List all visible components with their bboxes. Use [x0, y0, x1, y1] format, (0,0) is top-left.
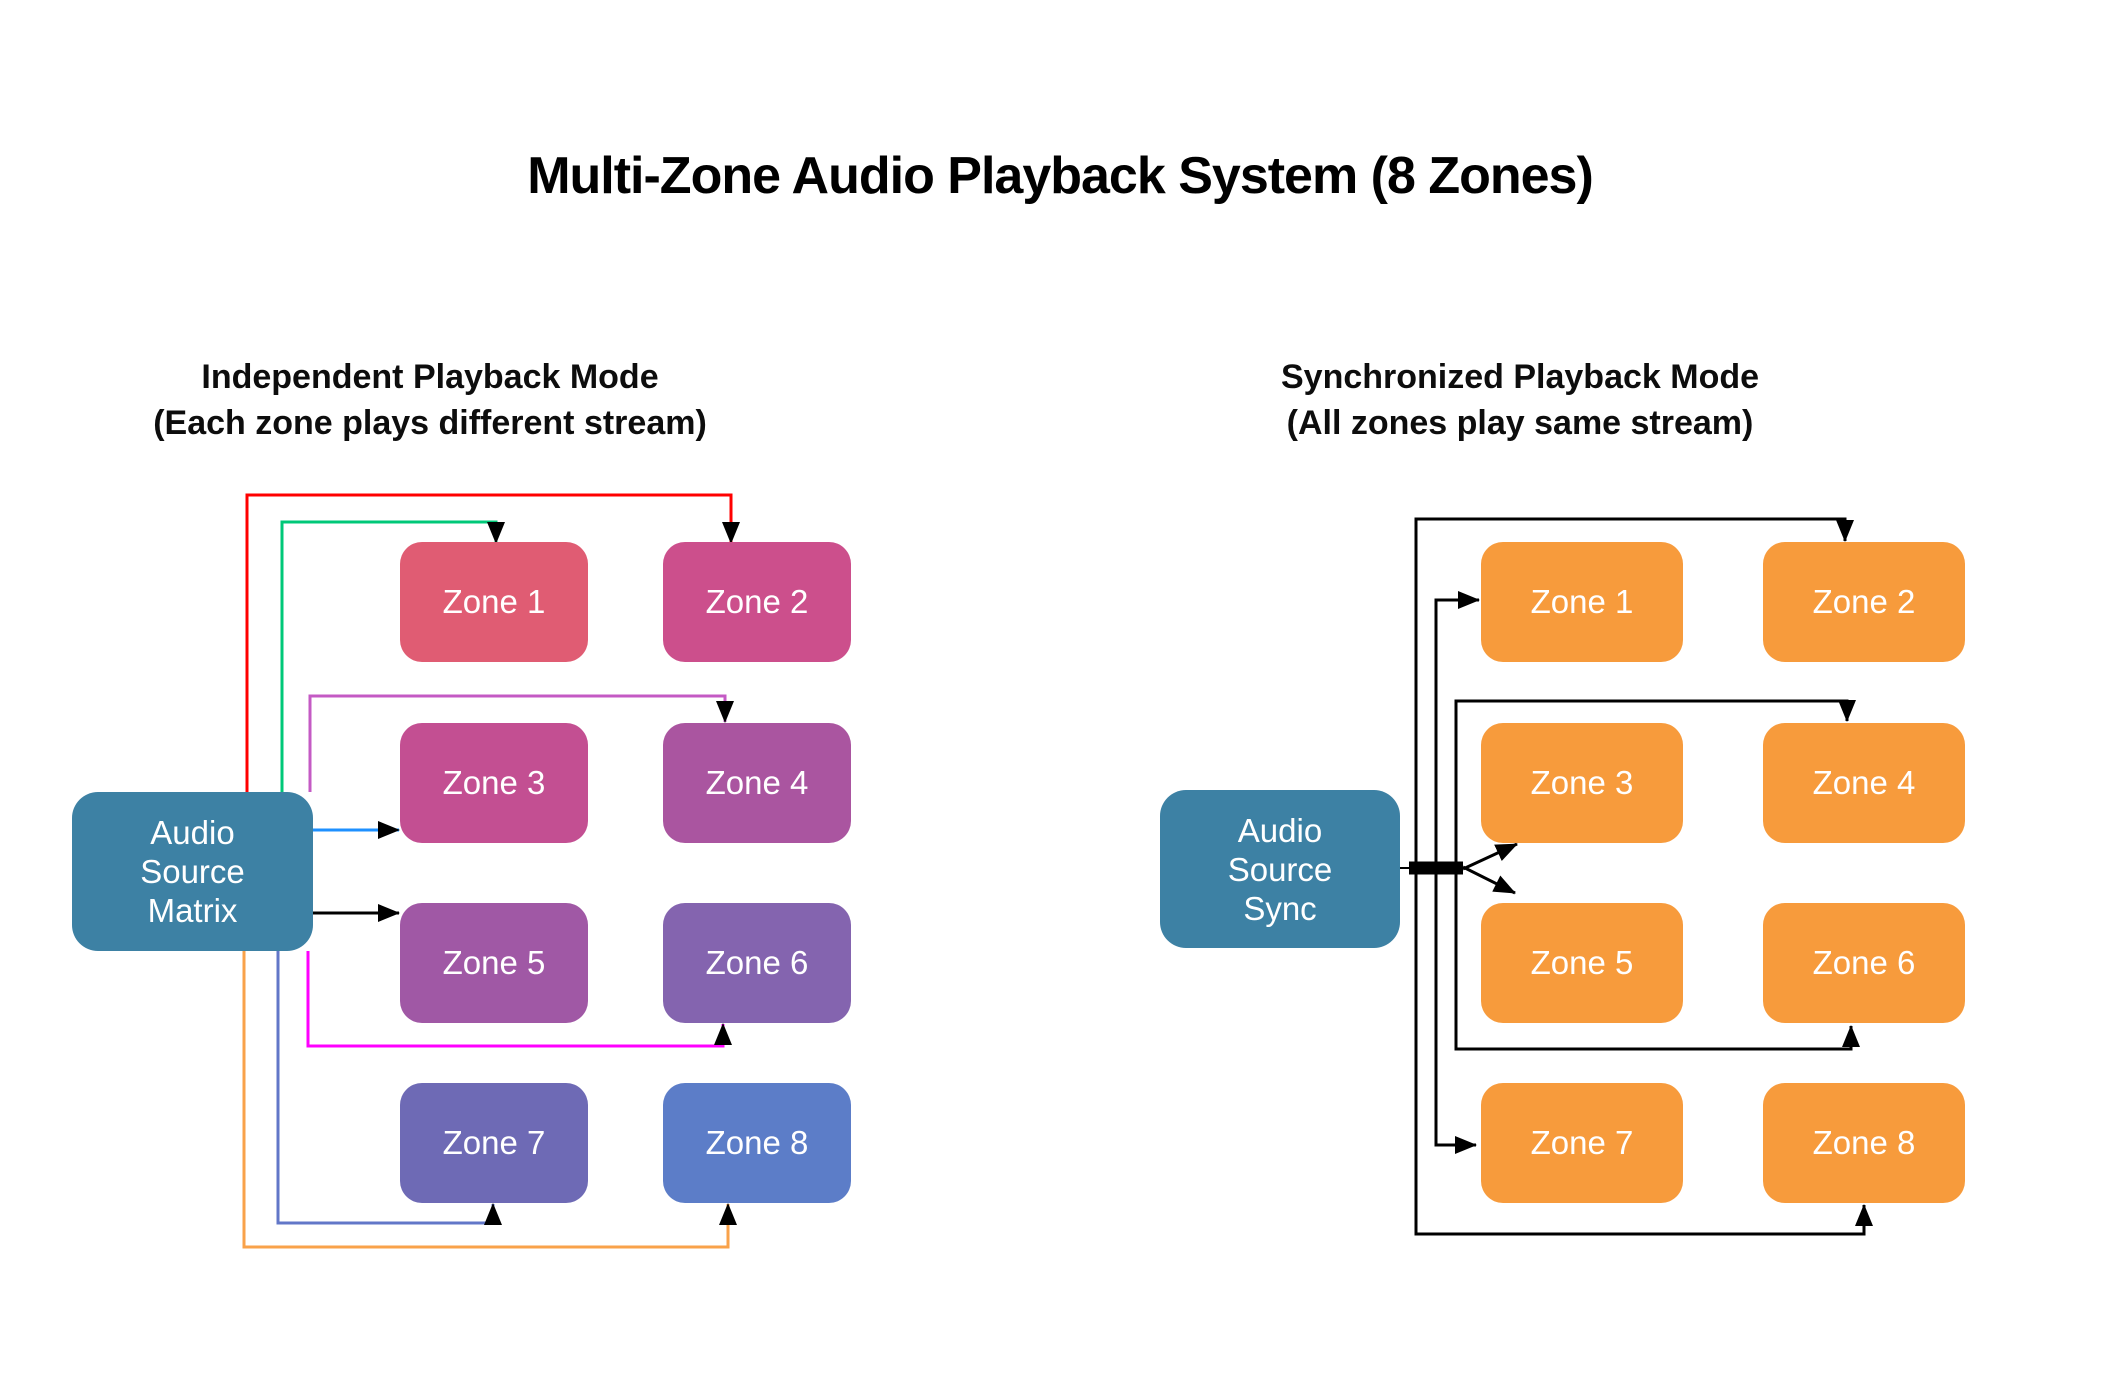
zone-label: Zone 4: [705, 764, 809, 801]
zone-box-synchronized-8: Zone 8: [1763, 1083, 1965, 1203]
zone-label: Zone 7: [442, 1124, 546, 1161]
zone-label: Zone 7: [1530, 1124, 1634, 1161]
zone-label: Zone 3: [1530, 764, 1634, 801]
audio-source-sync-box: Audio Source Sync: [1160, 790, 1400, 948]
zone-box-independent-1: Zone 1: [400, 542, 588, 662]
zone-label: Zone 1: [442, 583, 546, 620]
zone-label: Zone 6: [705, 944, 809, 981]
zone-box-synchronized-6: Zone 6: [1763, 903, 1965, 1023]
zone-label: Zone 5: [1530, 944, 1634, 981]
zone-box-independent-5: Zone 5: [400, 903, 588, 1023]
source-box-label-line: Matrix: [147, 892, 238, 929]
edge-synchronized-to-zone-5: [1462, 865, 1516, 895]
zone-label: Zone 2: [705, 583, 809, 620]
synchronized-mode-subtitle: (All zones play same stream): [1286, 404, 1754, 442]
zone-box-independent-3: Zone 3: [400, 723, 588, 843]
zone-label: Zone 8: [705, 1124, 809, 1161]
zone-box-independent-8: Zone 8: [663, 1083, 851, 1203]
edge-independent-to-zone-7: [276, 951, 502, 1225]
source-box-label-line: Source: [1227, 850, 1333, 888]
zone-label: Zone 5: [442, 944, 546, 981]
zone-box-independent-6: Zone 6: [663, 903, 851, 1023]
zone-label: Zone 4: [1812, 764, 1916, 801]
edge-synchronized-to-zone-4: [1454, 699, 1856, 868]
edge-synchronized-to-zone-8: [1414, 868, 1873, 1236]
synchronized-mode-heading: Synchronized Playback Mode (All zones pl…: [1170, 354, 1870, 446]
edge-synchronized-to-zone-6: [1454, 868, 1860, 1051]
source-box-label-line: Audio: [1237, 811, 1323, 849]
edge-independent-to-zone-4: [308, 694, 734, 792]
edge-independent-to-zone-6: [306, 951, 732, 1048]
independent-mode-heading: Independent Playback Mode (Each zone pla…: [80, 354, 780, 446]
zone-box-independent-7: Zone 7: [400, 1083, 588, 1203]
edge-independent-to-zone-8: [242, 951, 737, 1249]
zone-label: Zone 6: [1812, 944, 1916, 981]
zone-label: Zone 1: [1530, 583, 1634, 620]
zone-box-synchronized-5: Zone 5: [1481, 903, 1683, 1023]
page-title: Multi-Zone Audio Playback System (8 Zone…: [527, 147, 1594, 205]
zone-box-synchronized-3: Zone 3: [1481, 723, 1683, 843]
zone-label: Zone 3: [442, 764, 546, 801]
edge-synchronized-to-zone-2: [1414, 517, 1854, 868]
edge-synchronized-to-zone-1: [1434, 591, 1480, 868]
independent-mode-subtitle: (Each zone plays different stream): [153, 404, 707, 442]
source-box-label-line: Audio: [150, 814, 235, 851]
zone-box-synchronized-7: Zone 7: [1481, 1083, 1683, 1203]
zone-box-synchronized-1: Zone 1: [1481, 542, 1683, 662]
zone-label: Zone 2: [1812, 583, 1916, 620]
zone-box-independent-2: Zone 2: [663, 542, 851, 662]
zone-label: Zone 8: [1812, 1124, 1916, 1161]
independent-mode-title: Independent Playback Mode: [201, 358, 659, 396]
zone-box-synchronized-2: Zone 2: [1763, 542, 1965, 662]
audio-source-matrix-box: Audio Source Matrix: [72, 792, 313, 951]
edge-synchronized-to-zone-7: [1434, 868, 1477, 1154]
synchronized-mode-title: Synchronized Playback Mode: [1280, 358, 1760, 396]
source-box-label-line: Sync: [1243, 889, 1317, 927]
edge-synchronized-to-zone-3: [1462, 842, 1518, 871]
zone-box-synchronized-4: Zone 4: [1763, 723, 1965, 843]
connector-edges: [242, 493, 1873, 1249]
edge-independent-to-zone-2: [245, 493, 740, 792]
source-box-label-line: Source: [140, 853, 245, 890]
edge-independent-to-zone-1: [280, 520, 505, 792]
zone-box-independent-4: Zone 4: [663, 723, 851, 843]
